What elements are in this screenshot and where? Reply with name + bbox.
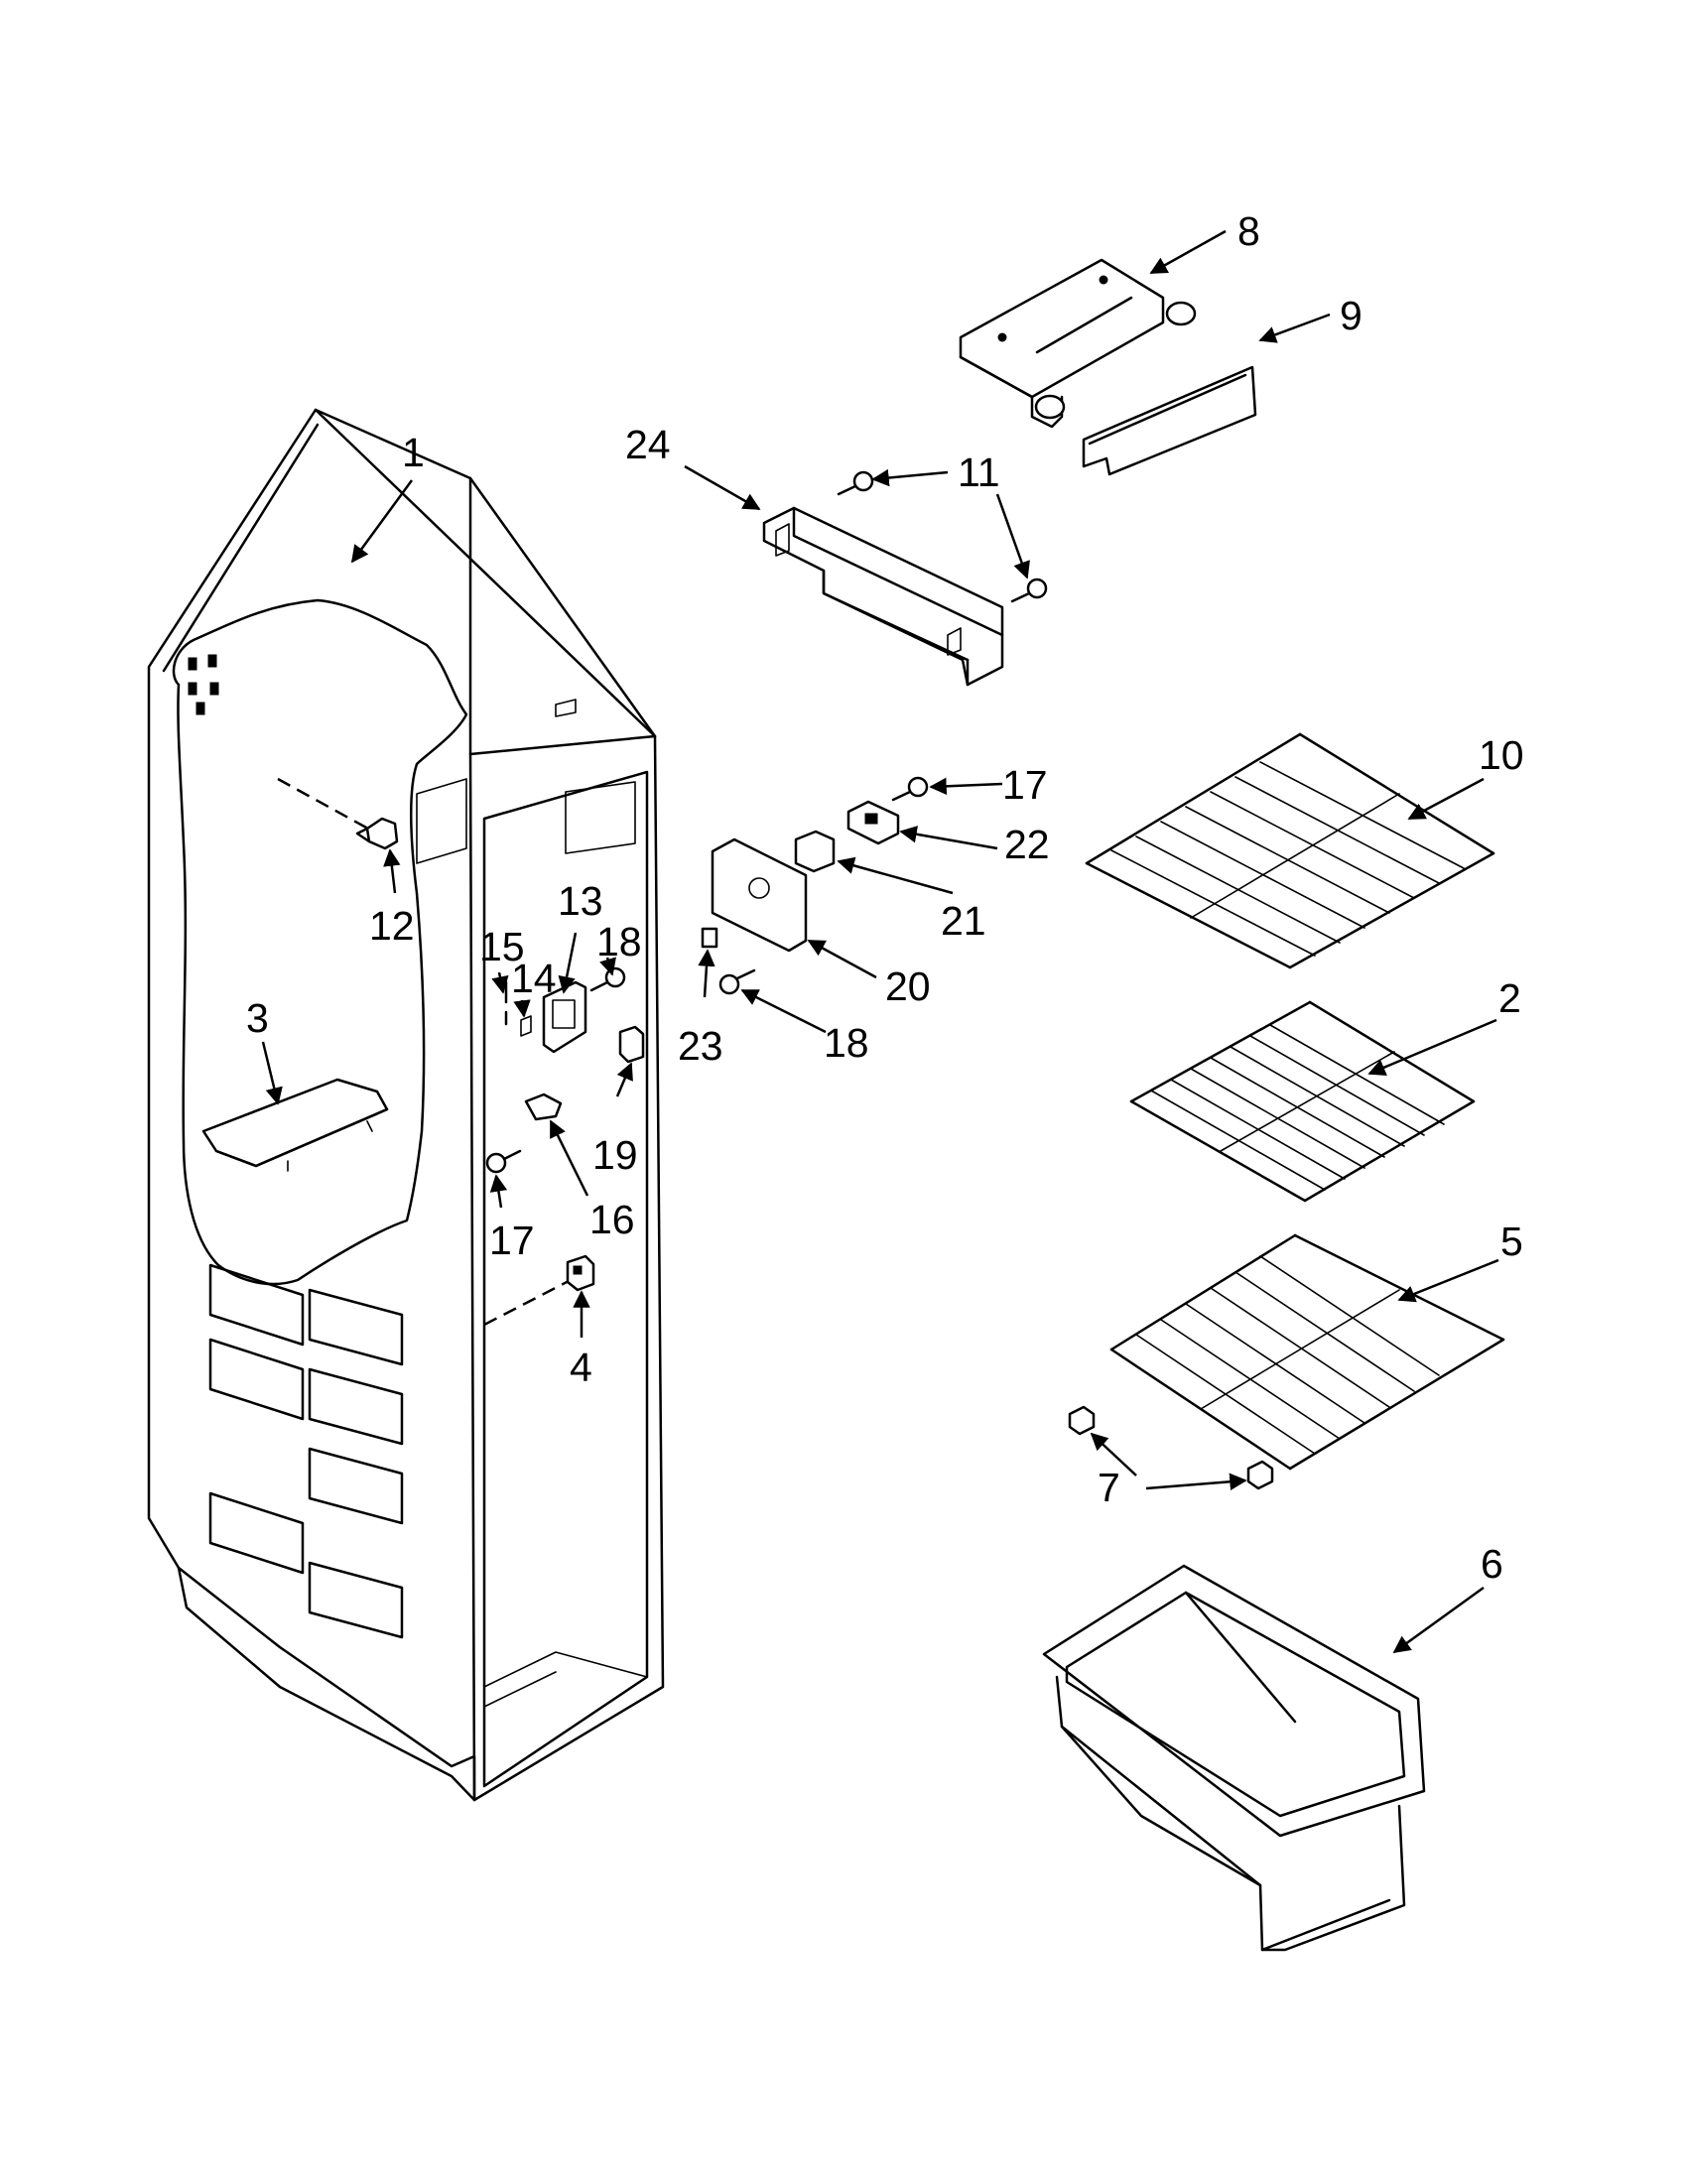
callout-3: 3 (246, 995, 269, 1041)
leader-lines (261, 229, 1499, 1654)
shelf-part-10 (1085, 732, 1495, 969)
callout-11: 11 (958, 450, 1000, 495)
callout-2: 2 (1498, 975, 1521, 1021)
callout-15: 15 (479, 924, 525, 969)
callout-6: 6 (1481, 1541, 1503, 1587)
callout-24: 24 (625, 422, 671, 467)
housing-part-24 (762, 506, 1004, 687)
bin-part-6 (1042, 1564, 1426, 1952)
shelf-part-2 (1129, 1000, 1476, 1203)
control-assembly-parts (701, 776, 929, 995)
screw-part-11 (837, 470, 1048, 603)
bracket-part-12 (355, 817, 399, 850)
light-cover-part (201, 1078, 389, 1172)
support-part-7 (1068, 1405, 1274, 1490)
cover-part-9 (1082, 365, 1257, 476)
callout-13: 13 (558, 878, 603, 924)
liner-part (147, 408, 665, 1802)
callout-5: 5 (1500, 1219, 1523, 1264)
callout-16: 16 (589, 1197, 635, 1242)
callout-22: 22 (1004, 822, 1050, 867)
callout-21: 21 (941, 898, 986, 944)
callout-20: 20 (885, 964, 931, 1009)
callout-4: 4 (570, 1345, 592, 1390)
callout-17-b: 17 (1002, 762, 1048, 808)
callout-18: 18 (596, 919, 642, 964)
callout-labels: 1 2 3 4 5 6 7 8 9 10 11 12 13 14 15 16 1… (246, 208, 1524, 1587)
callout-10: 10 (1479, 732, 1524, 778)
callout-14: 14 (511, 956, 557, 1001)
callout-18-b: 18 (824, 1020, 869, 1066)
callout-1: 1 (402, 430, 425, 475)
hinge-part-8 (959, 258, 1197, 429)
callout-23: 23 (678, 1023, 723, 1069)
callout-7: 7 (1098, 1465, 1120, 1510)
clip-part-4 (566, 1254, 595, 1292)
callout-8: 8 (1237, 208, 1260, 254)
callout-17: 17 (489, 1218, 535, 1263)
callout-19: 19 (592, 1132, 638, 1178)
shelf-part-5 (1109, 1233, 1505, 1471)
callout-12: 12 (369, 903, 415, 949)
callout-9: 9 (1340, 293, 1363, 338)
